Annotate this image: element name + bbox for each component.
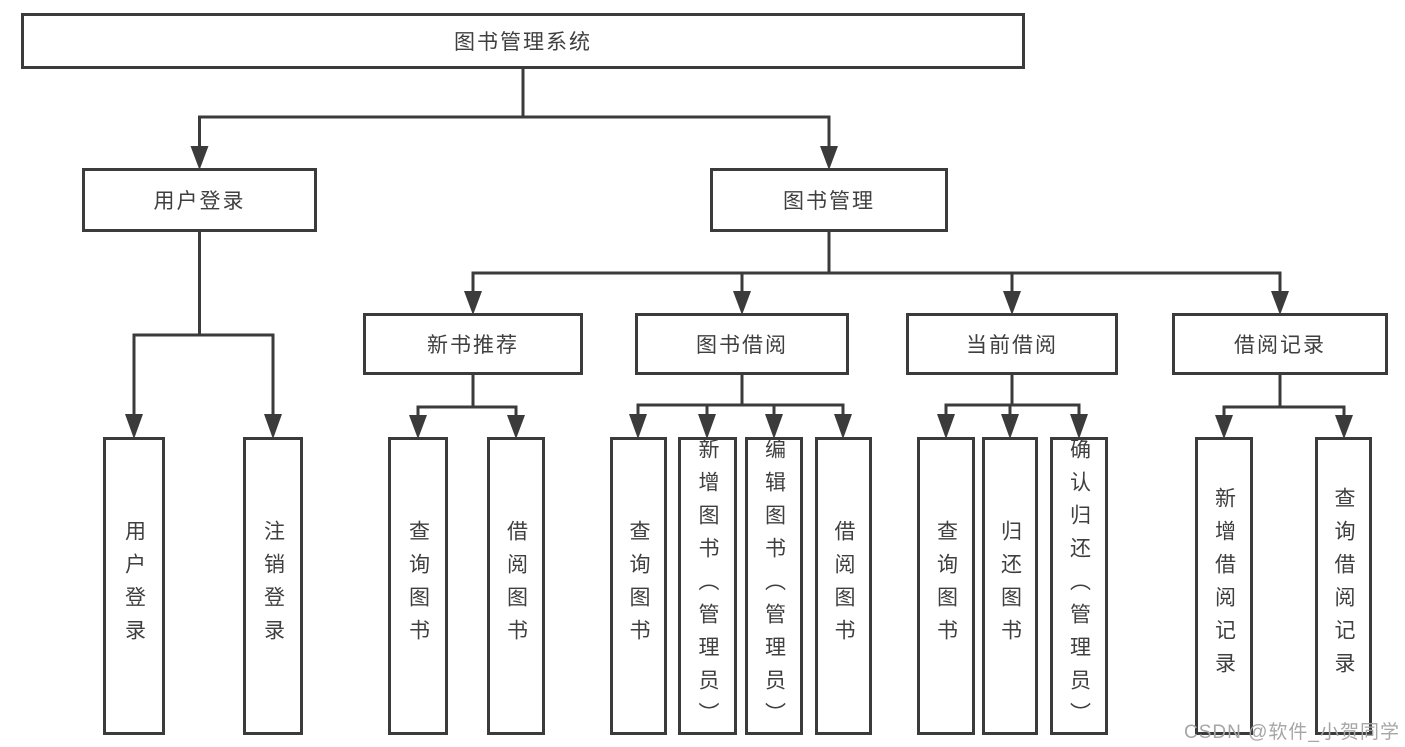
leaf-add-book-admin-label: 新增图书（管理员） [696, 437, 719, 735]
leaf-add-borrow-record: 新增借阅记录 [1195, 437, 1253, 735]
leaf-user-login-label: 用户登录 [122, 520, 146, 652]
leaf-edit-book-admin: 编辑图书（管理员） [745, 437, 803, 735]
leaf-borrow-book: 借阅图书 [815, 437, 872, 735]
leaf-query-book-recommend-label: 查询图书 [406, 520, 430, 652]
new-book-recommend-label: 新书推荐 [427, 334, 519, 357]
new-book-recommend-node: 新书推荐 [363, 313, 583, 375]
leaf-query-book-current: 查询图书 [917, 437, 975, 735]
leaf-add-borrow-record-label: 新增借阅记录 [1212, 487, 1236, 685]
leaf-logout: 注销登录 [243, 437, 303, 735]
book-borrow-node: 图书借阅 [635, 313, 849, 375]
leaf-confirm-return-admin-label: 确认归还（管理员） [1067, 437, 1091, 735]
user-login-node-label: 用户登录 [153, 190, 246, 213]
book-management-node: 图书管理 [710, 168, 948, 232]
root-node-library-system: 图书管理系统 [21, 13, 1025, 69]
leaf-query-borrow-record: 查询借阅记录 [1315, 437, 1372, 735]
watermark: CSDN @软件_小贺同学 [1184, 722, 1400, 743]
leaf-return-book: 归还图书 [982, 437, 1038, 735]
leaf-borrow-book-label: 借阅图书 [832, 520, 855, 652]
book-management-node-label: 图书管理 [783, 190, 875, 213]
leaf-add-book-admin: 新增图书（管理员） [678, 437, 737, 735]
current-borrow-node: 当前借阅 [906, 313, 1118, 375]
leaf-edit-book-admin-label: 编辑图书（管理员） [762, 437, 786, 735]
root-node-label: 图书管理系统 [454, 31, 592, 54]
leaf-query-book-borrow-label: 查询图书 [627, 520, 650, 652]
leaf-query-book-borrow: 查询图书 [610, 437, 667, 735]
leaf-borrow-book-recommend-label: 借阅图书 [504, 520, 528, 652]
leaf-confirm-return-admin: 确认归还（管理员） [1050, 437, 1108, 735]
leaf-query-book-recommend: 查询图书 [388, 437, 448, 735]
user-login-node: 用户登录 [82, 168, 317, 232]
leaf-logout-label: 注销登录 [261, 520, 285, 652]
current-borrow-label: 当前借阅 [966, 334, 1058, 357]
book-borrow-label: 图书借阅 [696, 334, 788, 357]
leaf-borrow-book-recommend: 借阅图书 [487, 437, 545, 735]
borrow-record-node: 借阅记录 [1172, 313, 1388, 375]
leaf-return-book-label: 归还图书 [998, 520, 1022, 652]
leaf-query-borrow-record-label: 查询借阅记录 [1332, 487, 1355, 685]
borrow-record-label: 借阅记录 [1234, 334, 1326, 357]
leaf-user-login: 用户登录 [103, 437, 165, 735]
leaf-query-book-current-label: 查询图书 [934, 520, 958, 652]
